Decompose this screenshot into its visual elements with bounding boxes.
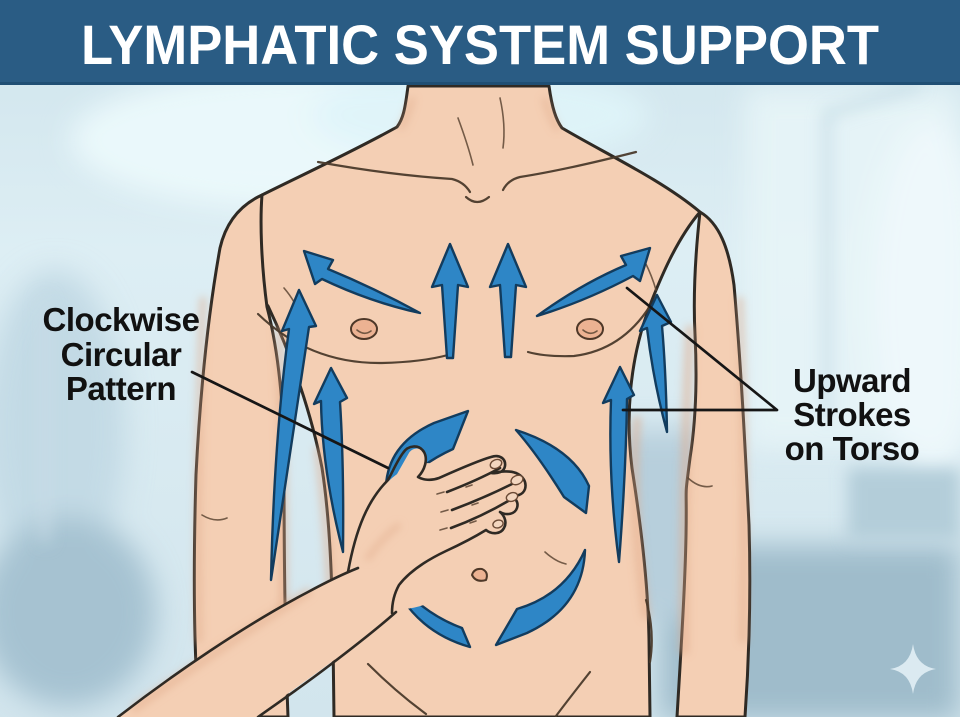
neck-crease-left: [457, 117, 474, 166]
header-bottom-edge: [0, 82, 960, 85]
stool-blob: [0, 517, 156, 707]
collarbone-left: [316, 160, 472, 194]
upward-arrow-chest-right: [535, 246, 652, 318]
upward-arrow-chest-left: [302, 249, 422, 315]
wall-shadow: [0, 270, 125, 590]
bright-wall-band: [872, 120, 960, 480]
finger-gap-3: [449, 498, 512, 530]
nipple-right: [576, 318, 604, 340]
collarbone-right: [501, 150, 638, 192]
nipple-left: [350, 318, 378, 340]
therapist-forearm: [118, 566, 400, 717]
anatomy-details: [201, 97, 713, 717]
ab-crease: [544, 551, 567, 565]
sternal-notch: [464, 195, 491, 204]
sparkle-icon: [890, 644, 936, 694]
annotation-labels: Clockwise Circular Pattern Upward Stroke…: [43, 301, 920, 467]
upward-arrow-flank-inner-left: [312, 366, 349, 554]
page-title: LYMPHATIC SYSTEM SUPPORT: [81, 13, 879, 76]
hand-outline: [346, 445, 527, 615]
skin-shading: [194, 97, 748, 655]
left-arm: [192, 193, 290, 717]
upward-label-line1: Upward: [793, 362, 911, 399]
clockwise-label-line3: Pattern: [66, 370, 176, 407]
leader-line-upward: [621, 286, 779, 412]
upward-arrow-flank-outer-left: [269, 288, 318, 582]
hip-crease-right: [644, 598, 653, 664]
upward-arrow-flank-right: [601, 365, 636, 564]
upward-label-line3: on Torso: [785, 430, 920, 467]
forearm-edge-top: [116, 566, 360, 717]
groin-crease-right: [554, 670, 592, 717]
neck-crease-right: [499, 97, 505, 149]
palm: [352, 463, 476, 610]
upward-arrow-sternum-right: [488, 242, 528, 359]
upward-label-line2: Strokes: [793, 396, 911, 433]
finger-gap-2: [450, 482, 514, 512]
fingernails: [489, 458, 524, 529]
upward-arrow-sternum-left: [430, 242, 470, 360]
circular-arrow-bottom-right: [494, 548, 587, 647]
pec-line-right: [526, 304, 652, 358]
cabinet-blob: [848, 468, 960, 540]
leader-lines: [190, 286, 779, 470]
leader-line-clockwise: [190, 370, 390, 470]
therapist-hand: [116, 445, 527, 717]
massage-arrows: [269, 242, 673, 649]
elbow-crease-left: [201, 514, 228, 521]
forearm-edge-bottom: [256, 610, 398, 717]
header-banner: LYMPHATIC SYSTEM SUPPORT: [0, 0, 960, 85]
finger-gap-1: [445, 466, 502, 494]
navel: [471, 567, 488, 582]
door-frame-diagonal: [824, 83, 921, 117]
elbow-crease-right: [687, 477, 713, 488]
clockwise-label-line1: Clockwise: [43, 301, 200, 338]
knuckle-marks: [436, 484, 479, 531]
clockwise-label-line2: Circular: [61, 336, 182, 373]
header-background: [0, 0, 960, 85]
nipple-left-detail: [356, 329, 372, 335]
groin-crease-left: [366, 662, 428, 716]
circular-arrow-top-right: [514, 428, 591, 515]
nipple-right-detail: [582, 329, 598, 335]
upward-arrow-armpit-right: [638, 293, 673, 434]
